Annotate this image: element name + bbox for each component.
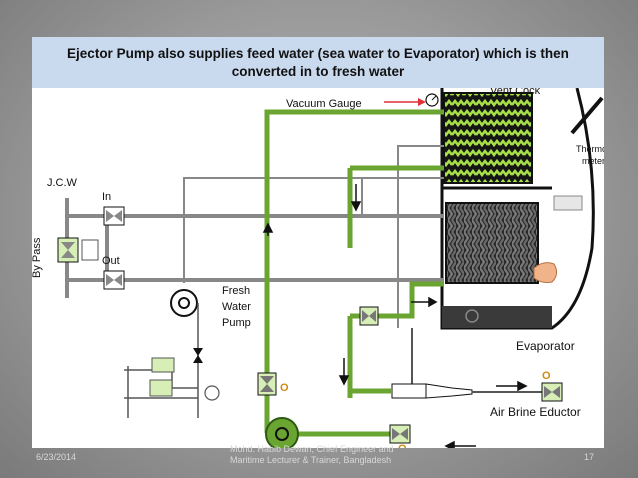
bottom-valve-icon	[389, 424, 411, 444]
fresh-water-pump-icon: Fresh Water Pump	[170, 285, 251, 329]
sea-water-valve-icon	[257, 372, 277, 396]
bypass-valve-icon	[57, 237, 99, 263]
thermometer-icon: Thermo meter	[553, 96, 607, 211]
footer-date: 6/23/2014	[36, 452, 77, 462]
page-number: 17	[584, 452, 595, 462]
valve-mark-right: O	[542, 370, 551, 382]
jcw-in-valve-icon	[103, 206, 125, 226]
jacket-water-lines	[65, 198, 444, 298]
flow-arrows	[262, 184, 528, 452]
vacuum-gauge: Vacuum Gauge	[286, 93, 439, 110]
flow-arrowhead	[193, 348, 203, 356]
thermometer-label-2: meter	[582, 156, 604, 166]
instrument-lines	[183, 145, 444, 328]
valve-icon	[151, 357, 175, 373]
slide-title: Ejector Pump also supplies feed water (s…	[67, 45, 569, 79]
fresh-water-pump-label-2: Water	[222, 301, 251, 313]
flow-arrowhead	[193, 355, 203, 363]
valve-icon	[149, 379, 173, 397]
eductor-outlet-valve-icon	[541, 382, 563, 402]
jcw-label: J.C.W	[47, 177, 78, 189]
vent-cock-label: Vent Cock	[490, 88, 541, 97]
ejector-pump-icon	[265, 417, 299, 451]
air-brine-eductor-label: Air Brine Eductor	[490, 405, 581, 419]
valve-mark-left: O	[280, 382, 289, 394]
pressure-gauge-icon	[204, 385, 220, 401]
vacuum-gauge-label: Vacuum Gauge	[286, 98, 362, 110]
diagram-canvas: Thermo meter Vent Cock Vacuum Gauge J.C.…	[31, 85, 607, 455]
evaporator-label: Evaporator	[516, 339, 575, 353]
footer-credit: Mohd. Habib Dewan, Chief Engineer and Ma…	[230, 444, 394, 465]
jcw-in-label: In	[102, 191, 111, 203]
fresh-water-pump-label-1: Fresh	[222, 285, 250, 297]
title-banner: Ejector Pump also supplies feed water (s…	[32, 37, 604, 88]
fresh-water-pump-label-3: Pump	[222, 317, 251, 329]
jcw-out-valve-icon	[103, 270, 125, 290]
vacuum-gauge-arrowhead	[418, 98, 426, 106]
hand-pointer-icon	[533, 262, 558, 283]
condenser-coil	[443, 92, 533, 184]
jcw-out-label: Out	[102, 255, 120, 267]
drain-icon	[465, 309, 479, 323]
thermometer-label-1: Thermo	[576, 144, 604, 154]
evaporator-shell	[440, 87, 595, 330]
feed-valve-icon	[359, 306, 379, 326]
heater-coil	[445, 202, 539, 284]
by-pass-label: By Pass	[32, 237, 43, 278]
sea-water-lines	[264, 109, 444, 437]
evaporator-diagram: Thermo meter Vent Cock Vacuum Gauge J.C.…	[31, 85, 607, 455]
